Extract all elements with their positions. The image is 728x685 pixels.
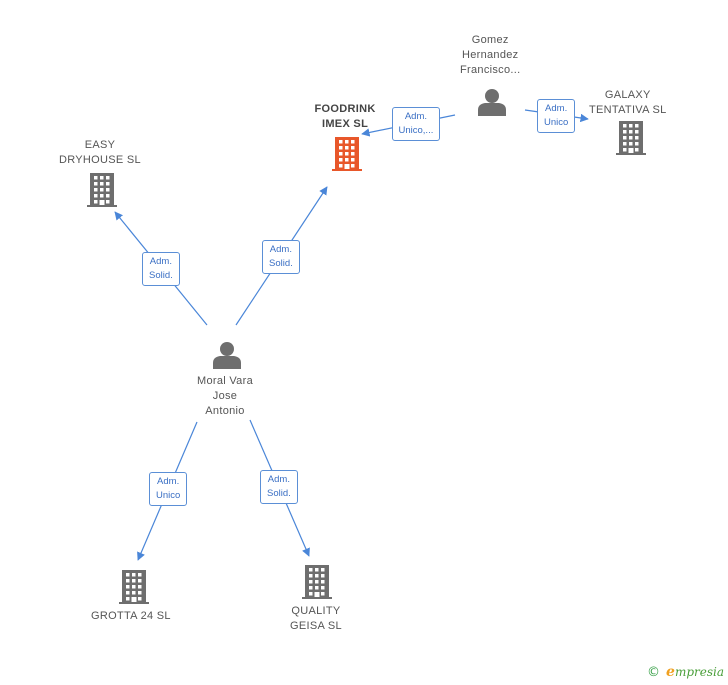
edge-label-line: Unico xyxy=(156,490,181,501)
node-label-line: IMEX SL xyxy=(321,118,369,130)
building-icon-grotta[interactable] xyxy=(119,570,149,604)
building-icon-quality[interactable] xyxy=(302,565,332,599)
node-label-line: Jose xyxy=(212,390,238,402)
edge-label-moral-foodrink[interactable]: Adm. Solid. xyxy=(262,240,300,274)
empresia-logo: empresia xyxy=(666,664,724,680)
building-icon-galaxy[interactable] xyxy=(616,121,646,155)
node-label-line: GALAXY xyxy=(604,89,651,101)
person-icon-gomez[interactable] xyxy=(478,89,506,116)
edge-label-line: Adm. xyxy=(149,256,172,267)
node-label-line: GROTTA 24 SL xyxy=(91,610,171,622)
node-label-line: GEISA SL xyxy=(290,620,342,632)
node-label-foodrink[interactable]: FOODRINK IMEX SL xyxy=(315,102,376,132)
edge-label-gomez-galaxy[interactable]: Adm. Unico xyxy=(537,99,576,133)
node-label-line: FOODRINK xyxy=(314,103,376,115)
node-label-line: Moral Vara xyxy=(197,375,253,387)
footer-brand: © empresia xyxy=(647,664,724,680)
node-label-line: Hernandez xyxy=(461,49,519,61)
edge-label-line: Adm. xyxy=(157,476,180,487)
edge-label-moral-easy[interactable]: Adm. Solid. xyxy=(142,252,180,286)
edge-label-line: Solid. xyxy=(267,488,291,499)
person-icon-moral[interactable] xyxy=(213,342,241,369)
copyright-symbol: © xyxy=(647,664,661,680)
node-label-galaxy[interactable]: GALAXY TENTATIVA SL xyxy=(589,88,667,118)
edge-label-line: Adm. xyxy=(267,474,290,485)
edge-label-line: Solid. xyxy=(269,258,293,269)
brand-initial: e xyxy=(666,664,675,680)
edge-label-moral-grotta[interactable]: Adm. Unico xyxy=(149,472,188,506)
edge-label-line: Solid. xyxy=(149,270,173,281)
node-label-line: Gomez xyxy=(471,34,509,46)
edge-label-line: Adm. xyxy=(545,103,568,114)
edge-label-line: Adm. xyxy=(269,244,292,255)
node-label-line: Antonio xyxy=(205,405,245,417)
edge-label-moral-quality[interactable]: Adm. Solid. xyxy=(260,470,298,504)
brand-rest: mpresia xyxy=(674,665,724,679)
edge-label-line: Unico,... xyxy=(398,125,434,136)
edge-label-gomez-foodrink[interactable]: Adm. Unico,... xyxy=(391,107,441,141)
edge-label-line: Unico xyxy=(544,117,569,128)
node-label-line: EASY xyxy=(84,139,116,151)
node-label-easy[interactable]: EASY DRYHOUSE SL xyxy=(59,138,141,168)
node-label-quality[interactable]: QUALITY GEISA SL xyxy=(290,604,342,634)
node-label-line: DRYHOUSE SL xyxy=(59,154,141,166)
building-icon-easy[interactable] xyxy=(87,173,117,207)
edge-label-line: Adm. xyxy=(404,111,428,122)
node-label-line: Francisco... xyxy=(460,64,521,76)
node-label-grotta[interactable]: GROTTA 24 SL xyxy=(91,609,171,624)
node-label-line: TENTATIVA SL xyxy=(589,104,667,116)
building-icon-foodrink[interactable] xyxy=(332,137,362,171)
node-label-line: QUALITY xyxy=(291,605,341,617)
